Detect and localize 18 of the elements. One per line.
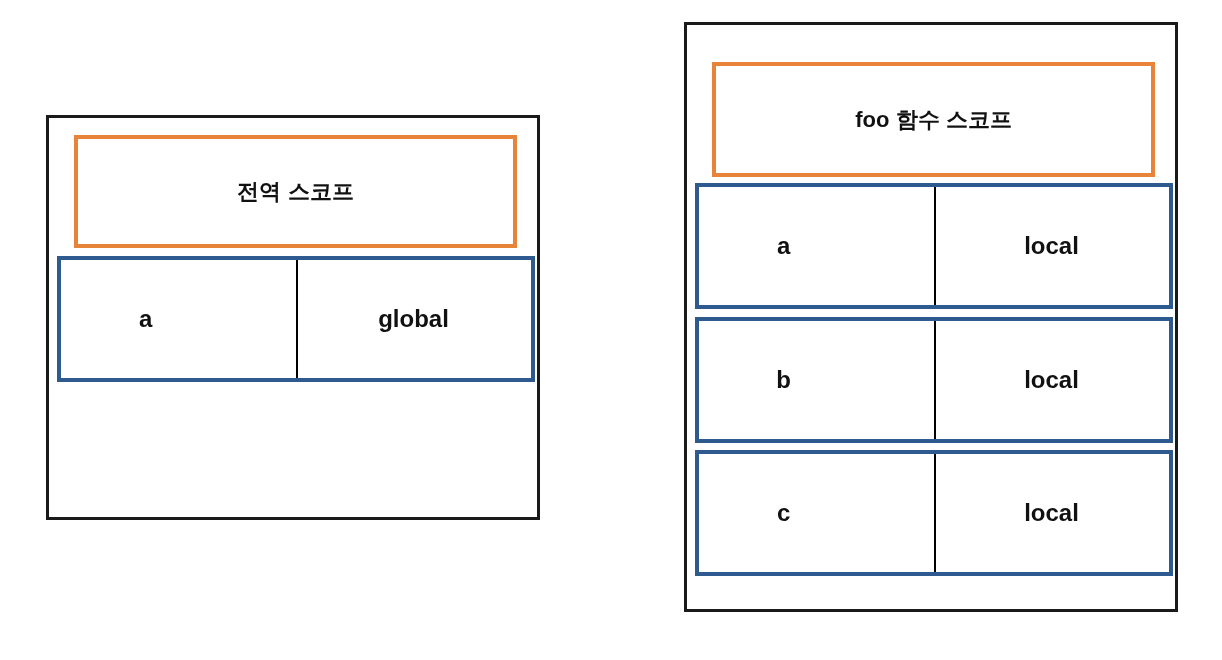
variable-row <box>695 450 1173 576</box>
scope-title: 전역 스코프 <box>237 177 354 206</box>
scope-frame <box>46 115 540 520</box>
variable-value: global <box>378 305 449 333</box>
variable-row <box>695 183 1173 309</box>
variable-row <box>695 317 1173 443</box>
scope-frame <box>684 22 1178 612</box>
scope-header-box <box>712 62 1155 177</box>
variable-name: a <box>138 305 153 333</box>
variable-row <box>57 256 535 382</box>
variable-value: local <box>1024 232 1079 260</box>
variable-name: a <box>776 232 791 260</box>
variable-value: local <box>1024 366 1079 394</box>
variable-value: local <box>1024 499 1079 527</box>
variable-name: c <box>776 499 791 527</box>
scope-title: foo 함수 스코프 <box>855 105 1012 134</box>
variable-name: b <box>776 366 791 394</box>
scope-header-box <box>74 135 517 248</box>
